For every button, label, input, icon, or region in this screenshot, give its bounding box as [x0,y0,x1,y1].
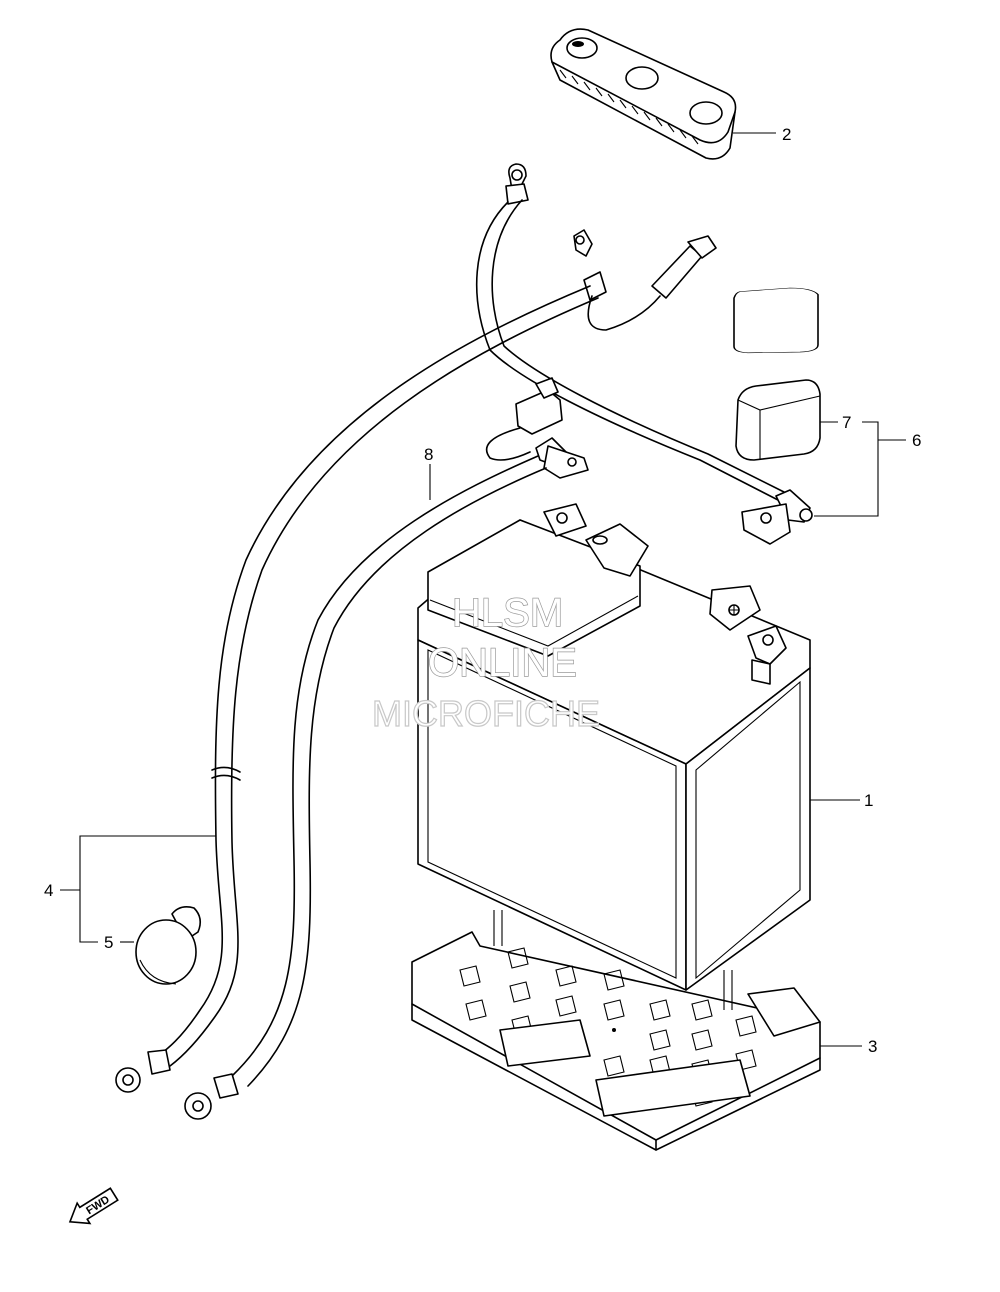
callout-8: 8 [424,445,433,464]
callout-3: 3 [868,1037,877,1056]
positive-cable-part [476,163,813,545]
bracket-6 [814,421,879,517]
terminal-boot-part [135,906,202,985]
battery-pad-part [550,28,737,160]
battery-tray-part [411,910,821,1151]
ground-cable-part [115,229,717,1093]
battery-part [417,503,811,991]
watermark-line-2: ONLINE [428,641,577,685]
callout-5: 5 [104,933,113,952]
watermark-line-1: HLSM [452,591,563,635]
callout-1: 1 [864,791,873,810]
watermark-line-3: MICROFICHE [372,693,600,734]
forward-arrow-icon: FWD [68,1187,119,1225]
callout-4: 4 [44,881,53,900]
terminal-cover-part [733,287,821,461]
callout-6: 6 [912,431,921,450]
callout-7: 7 [842,413,851,432]
callout-2: 2 [782,125,791,144]
bracket-4 [79,835,216,943]
battery-lead-part [184,377,589,1120]
